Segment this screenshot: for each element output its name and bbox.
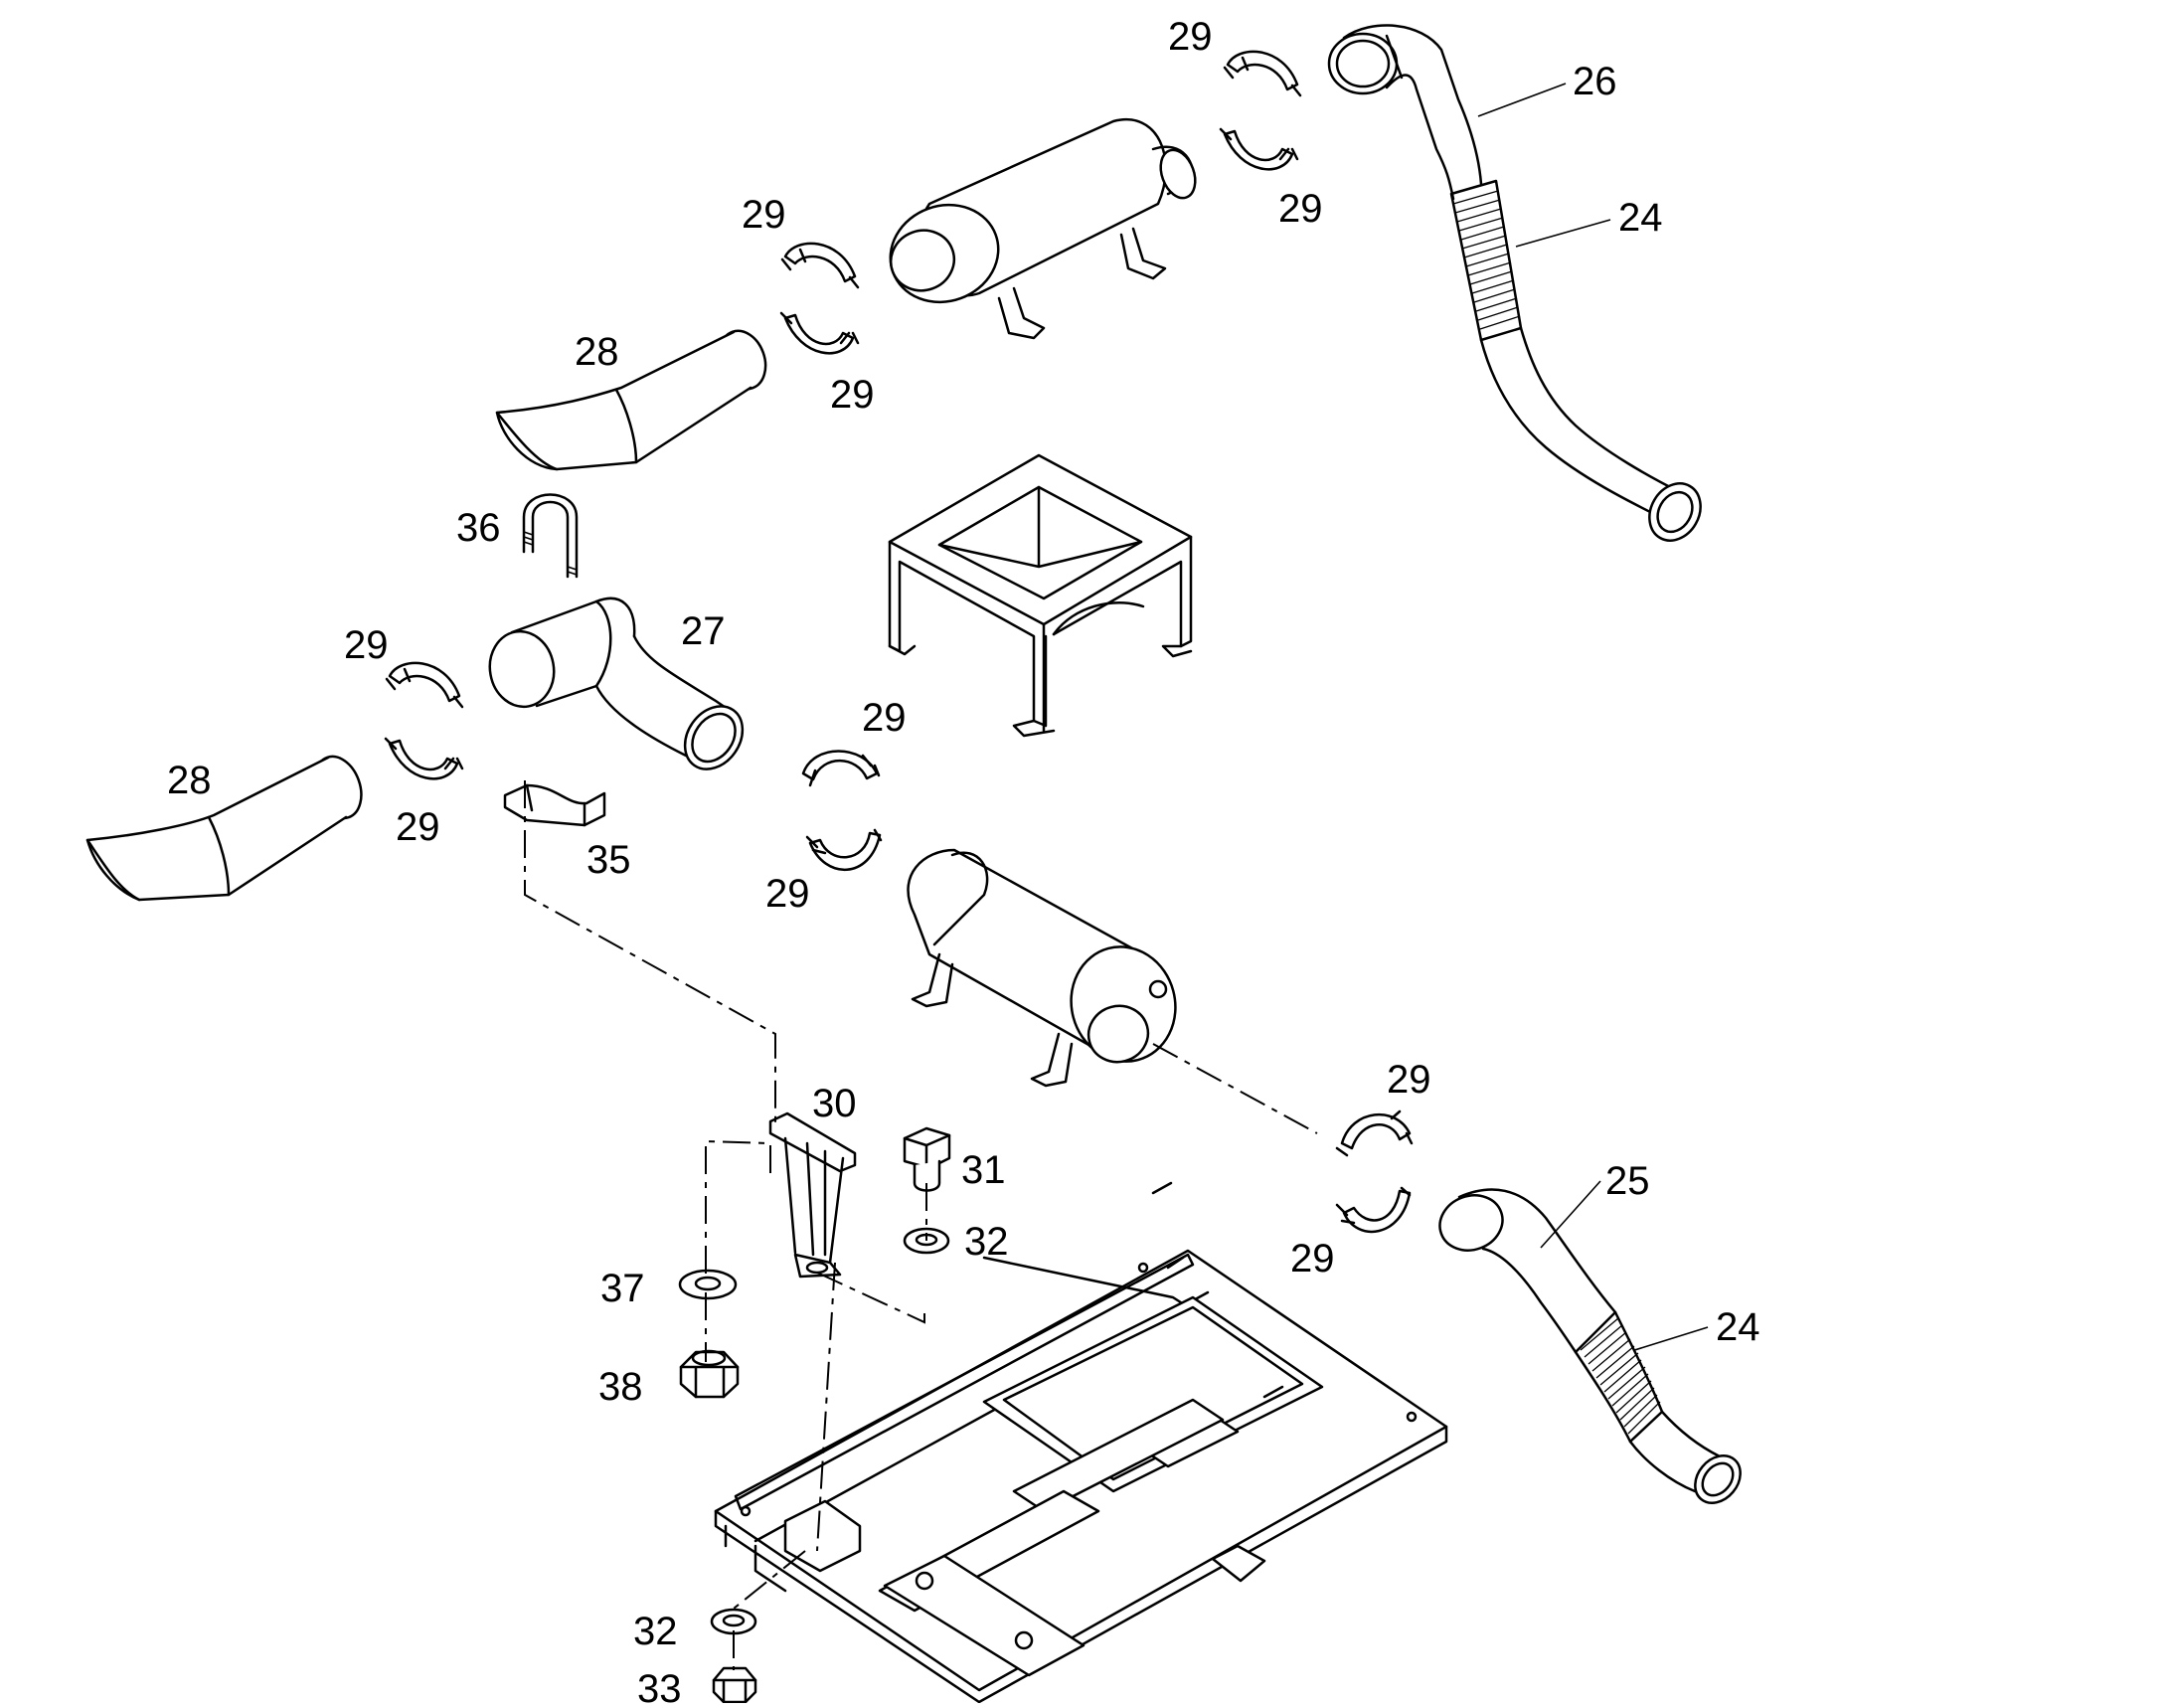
callout-30: 30 bbox=[812, 1082, 857, 1125]
callout-24-upper: 24 bbox=[1618, 196, 1663, 240]
leader-25 bbox=[1540, 1180, 1601, 1249]
bracket-35 bbox=[503, 783, 606, 827]
callout-32-upper: 32 bbox=[964, 1220, 1009, 1264]
callout-32-lower: 32 bbox=[633, 1610, 678, 1653]
callout-28-upper: 28 bbox=[575, 330, 619, 374]
callout-29-upper-left: 29 bbox=[742, 193, 786, 237]
assembly-center-lines bbox=[524, 780, 1318, 1670]
muffler-upper-inlet bbox=[889, 229, 956, 292]
nut-38 bbox=[679, 1349, 740, 1399]
callout-29-center-lower: 29 bbox=[765, 872, 810, 916]
callout-37: 37 bbox=[600, 1267, 645, 1310]
exhaust-pipe-25 bbox=[1438, 1188, 1742, 1504]
callout-33: 33 bbox=[637, 1667, 682, 1703]
base-frame bbox=[714, 1181, 1448, 1704]
callout-29-left-upper: 29 bbox=[344, 623, 389, 667]
clamp-29-left-b bbox=[384, 737, 464, 780]
bellows-24-lower bbox=[1574, 1310, 1664, 1444]
tailpipe-28-lower bbox=[85, 755, 363, 902]
muffler-upper bbox=[889, 118, 1197, 340]
clamp-29-top-b bbox=[1219, 127, 1299, 171]
leader-26 bbox=[1477, 83, 1567, 117]
elbow-pipe-27 bbox=[488, 597, 745, 770]
muffler-upper-foot-right bbox=[1119, 227, 1167, 280]
clamp-29-center-b bbox=[805, 828, 883, 871]
callout-36: 36 bbox=[456, 506, 501, 550]
muffler-stand bbox=[888, 453, 1193, 738]
pipe-26-inlet-opening bbox=[1648, 482, 1702, 542]
callout-29-lower-right-upper: 29 bbox=[1387, 1058, 1431, 1102]
callout-35: 35 bbox=[586, 838, 631, 882]
pipe-26-outlet-opening bbox=[1327, 32, 1399, 95]
callout-26: 26 bbox=[1573, 60, 1617, 103]
callout-25: 25 bbox=[1605, 1159, 1650, 1203]
muffler-upper-foot-left bbox=[997, 286, 1046, 340]
callout-29-center: 29 bbox=[862, 696, 907, 740]
callout-29-top: 29 bbox=[1168, 15, 1213, 59]
muffler-lower-outlet bbox=[1086, 1004, 1150, 1064]
callout-29-mid-upper: 29 bbox=[830, 373, 875, 417]
muffler-upper-outlet bbox=[1159, 148, 1197, 200]
bellows-24-upper bbox=[1449, 179, 1523, 342]
clamp-29-left-a bbox=[385, 661, 464, 709]
callout-27: 27 bbox=[681, 609, 726, 653]
muffler-lower-foot-left bbox=[911, 952, 954, 1008]
clamps-29 bbox=[384, 50, 1414, 1234]
muffler-lower bbox=[907, 848, 1177, 1088]
leader-24-upper bbox=[1515, 219, 1611, 248]
callout-38: 38 bbox=[598, 1365, 643, 1409]
leader-lines bbox=[1477, 83, 1709, 1353]
clamp-29-center-a bbox=[801, 750, 881, 787]
clamp-29-upper-left-a bbox=[780, 242, 860, 289]
callout-29-lower-right-lower: 29 bbox=[1290, 1237, 1335, 1281]
callout-28-lower: 28 bbox=[167, 759, 212, 802]
nut-33 bbox=[712, 1666, 757, 1704]
clamp-29-lower-right-a bbox=[1335, 1110, 1414, 1157]
tailpipe-28-upper bbox=[495, 329, 767, 471]
exhaust-pipe-26 bbox=[1327, 24, 1702, 542]
leader-24-lower bbox=[1627, 1326, 1709, 1353]
clamp-29-upper-left-b bbox=[779, 311, 860, 355]
u-bolt-36 bbox=[522, 493, 579, 579]
clamp-29-top-a bbox=[1223, 50, 1302, 97]
clamp-29-lower-right-b bbox=[1335, 1186, 1412, 1234]
callout-labels: 29 26 29 24 29 28 29 36 27 29 29 28 29 3… bbox=[167, 15, 1760, 1708]
callout-24-lower: 24 bbox=[1716, 1305, 1760, 1349]
muffler-lower-foot-right bbox=[1030, 1032, 1074, 1088]
washer-37 bbox=[678, 1269, 738, 1300]
bolt-31 bbox=[903, 1126, 951, 1192]
washer-32-lower bbox=[710, 1608, 757, 1635]
callout-29-upper-right: 29 bbox=[1278, 187, 1323, 231]
support-bracket-30 bbox=[768, 1111, 857, 1279]
callout-29-left-lower: 29 bbox=[396, 805, 440, 849]
callout-31: 31 bbox=[961, 1148, 1006, 1192]
